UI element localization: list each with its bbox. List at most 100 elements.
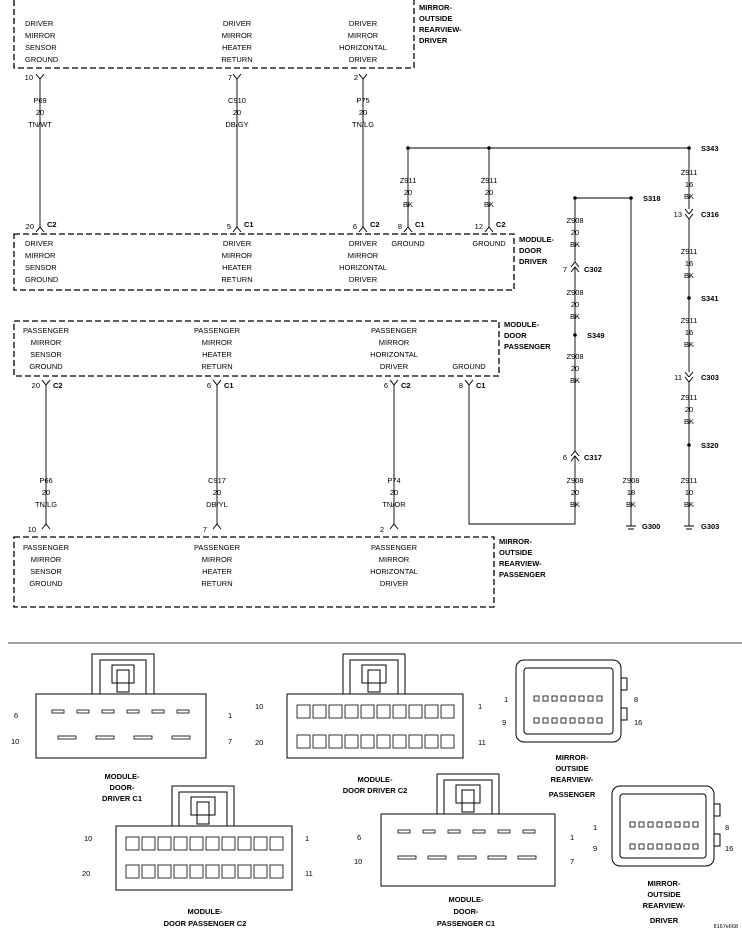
svg-text:1: 1 <box>305 834 309 843</box>
pin-cavity <box>487 855 507 860</box>
pin-cavity <box>253 836 268 851</box>
pin-cavity <box>269 836 284 851</box>
svg-text:DOOR: DOOR <box>519 246 542 255</box>
pin-cavity <box>692 821 699 828</box>
driver-ground-wire-2: Z911 20 BK 12 C2 <box>475 148 506 233</box>
connector-c317: 6 C317 <box>563 450 602 462</box>
svg-text:1: 1 <box>593 823 597 832</box>
svg-text:MIRROR: MIRROR <box>25 31 56 40</box>
svg-text:DB/YL: DB/YL <box>206 500 228 509</box>
door-driver-module: DRIVER MIRROR SENSOR GROUND DRIVER MIRRO… <box>13 233 554 291</box>
pin-cavity <box>665 821 672 828</box>
pin-cavity <box>472 829 486 834</box>
pin-cavity <box>296 734 311 749</box>
svg-text:BK: BK <box>570 312 580 321</box>
svg-text:12: 12 <box>475 222 483 231</box>
svg-text:DOOR-: DOOR- <box>454 907 480 916</box>
passenger-wire-1: 20 C2 P66 20 TN/LG 10 <box>28 379 63 534</box>
svg-text:20: 20 <box>36 108 44 117</box>
svg-text:DB/GY: DB/GY <box>225 120 248 129</box>
svg-text:DRIVER: DRIVER <box>25 239 54 248</box>
pin-cavity <box>497 829 511 834</box>
svg-text:MIRROR: MIRROR <box>222 251 253 260</box>
svg-text:MODULE-: MODULE- <box>358 775 393 784</box>
connector-view-mirror-passenger: 1 8 9 16 MIRROR- OUTSIDE REARVIEW- PASSE… <box>502 659 642 799</box>
svg-text:BK: BK <box>684 340 694 349</box>
splice-s320: S320 <box>701 441 719 450</box>
svg-text:Z911: Z911 <box>681 247 698 256</box>
svg-text:20: 20 <box>404 188 412 197</box>
pin-cavity <box>157 864 172 879</box>
door-driver-ground-label-2: GROUND <box>472 239 506 248</box>
pin-cavity <box>171 735 191 740</box>
svg-text:HORIZONTAL: HORIZONTAL <box>370 567 418 576</box>
driver-wire-3: 2 P75 20 TN/LG 6 C2 <box>352 73 380 233</box>
svg-text:C2: C2 <box>401 381 411 390</box>
svg-text:PASSENGER: PASSENGER <box>23 543 70 552</box>
svg-text:20: 20 <box>571 228 579 237</box>
svg-text:HEATER: HEATER <box>202 350 232 359</box>
pin-cavity <box>542 695 549 702</box>
svg-text:16: 16 <box>685 328 693 337</box>
door-driver-function-1: DRIVER MIRROR SENSOR GROUND <box>25 239 59 284</box>
pin-cavity <box>173 836 188 851</box>
svg-text:MIRROR: MIRROR <box>348 251 379 260</box>
svg-text:TN/LG: TN/LG <box>352 120 374 129</box>
svg-text:REARVIEW-: REARVIEW- <box>499 559 542 568</box>
svg-text:MODULE-: MODULE- <box>504 320 539 329</box>
splice-s343: S343 <box>701 144 719 153</box>
svg-text:DOOR: DOOR <box>504 331 527 340</box>
svg-text:SENSOR: SENSOR <box>30 567 62 576</box>
svg-text:PASSENGER: PASSENGER <box>549 790 596 799</box>
pin-cavity <box>344 734 359 749</box>
pin-cavity <box>683 821 690 828</box>
svg-text:2: 2 <box>380 525 384 534</box>
svg-text:BK: BK <box>570 500 580 509</box>
svg-text:HORIZONTAL: HORIZONTAL <box>370 350 418 359</box>
svg-text:18: 18 <box>627 488 635 497</box>
svg-text:16: 16 <box>634 718 642 727</box>
svg-text:1: 1 <box>228 711 232 720</box>
svg-text:6: 6 <box>353 222 357 231</box>
svg-text:DOOR PASSENGER C2: DOOR PASSENGER C2 <box>164 919 247 928</box>
splice-s318: S318 <box>643 194 661 203</box>
pin-cavity <box>683 843 690 850</box>
svg-text:C1: C1 <box>244 220 254 229</box>
svg-text:PASSENGER: PASSENGER <box>194 326 241 335</box>
z908-ground-tree: S318 Z908 20 BK 7 C302 Z908 20 BK S349 Z… <box>563 194 661 531</box>
pin-cavity <box>638 843 645 850</box>
pin-cavity <box>596 695 603 702</box>
svg-text:DRIVER: DRIVER <box>380 579 409 588</box>
svg-text:10: 10 <box>685 488 693 497</box>
pin-cavity <box>76 709 90 714</box>
svg-text:10: 10 <box>11 737 19 746</box>
svg-text:BK: BK <box>684 500 694 509</box>
pin-cavity <box>312 704 327 719</box>
door-passenger-function-2: PASSENGER MIRROR HEATER RETURN <box>194 326 241 371</box>
svg-text:BK: BK <box>626 500 636 509</box>
svg-text:20: 20 <box>82 869 90 878</box>
door-driver-function-2: DRIVER MIRROR HEATER RETURN <box>221 239 252 284</box>
svg-text:G303: G303 <box>701 522 719 531</box>
pin-cavity <box>560 717 567 724</box>
svg-text:PASSENGER: PASSENGER <box>194 543 241 552</box>
svg-text:Z908: Z908 <box>566 476 583 485</box>
pin-cavity <box>141 864 156 879</box>
svg-text:10: 10 <box>84 834 92 843</box>
pin-cavity <box>376 734 391 749</box>
svg-text:Z911: Z911 <box>681 316 698 325</box>
pin-cavity <box>629 843 636 850</box>
svg-text:MIRROR-: MIRROR- <box>648 879 681 888</box>
svg-text:RETURN: RETURN <box>221 275 252 284</box>
svg-text:HEATER: HEATER <box>222 263 252 272</box>
pin-cavity <box>360 704 375 719</box>
pin-cavity <box>296 704 311 719</box>
svg-text:6: 6 <box>384 381 388 390</box>
svg-text:6: 6 <box>207 381 211 390</box>
mirror-passenger-function-2: PASSENGER MIRROR HEATER RETURN <box>194 543 241 588</box>
svg-text:20: 20 <box>485 188 493 197</box>
svg-text:7: 7 <box>228 73 232 82</box>
pin-cavity <box>533 717 540 724</box>
pin-cavity <box>647 821 654 828</box>
svg-text:2: 2 <box>354 73 358 82</box>
